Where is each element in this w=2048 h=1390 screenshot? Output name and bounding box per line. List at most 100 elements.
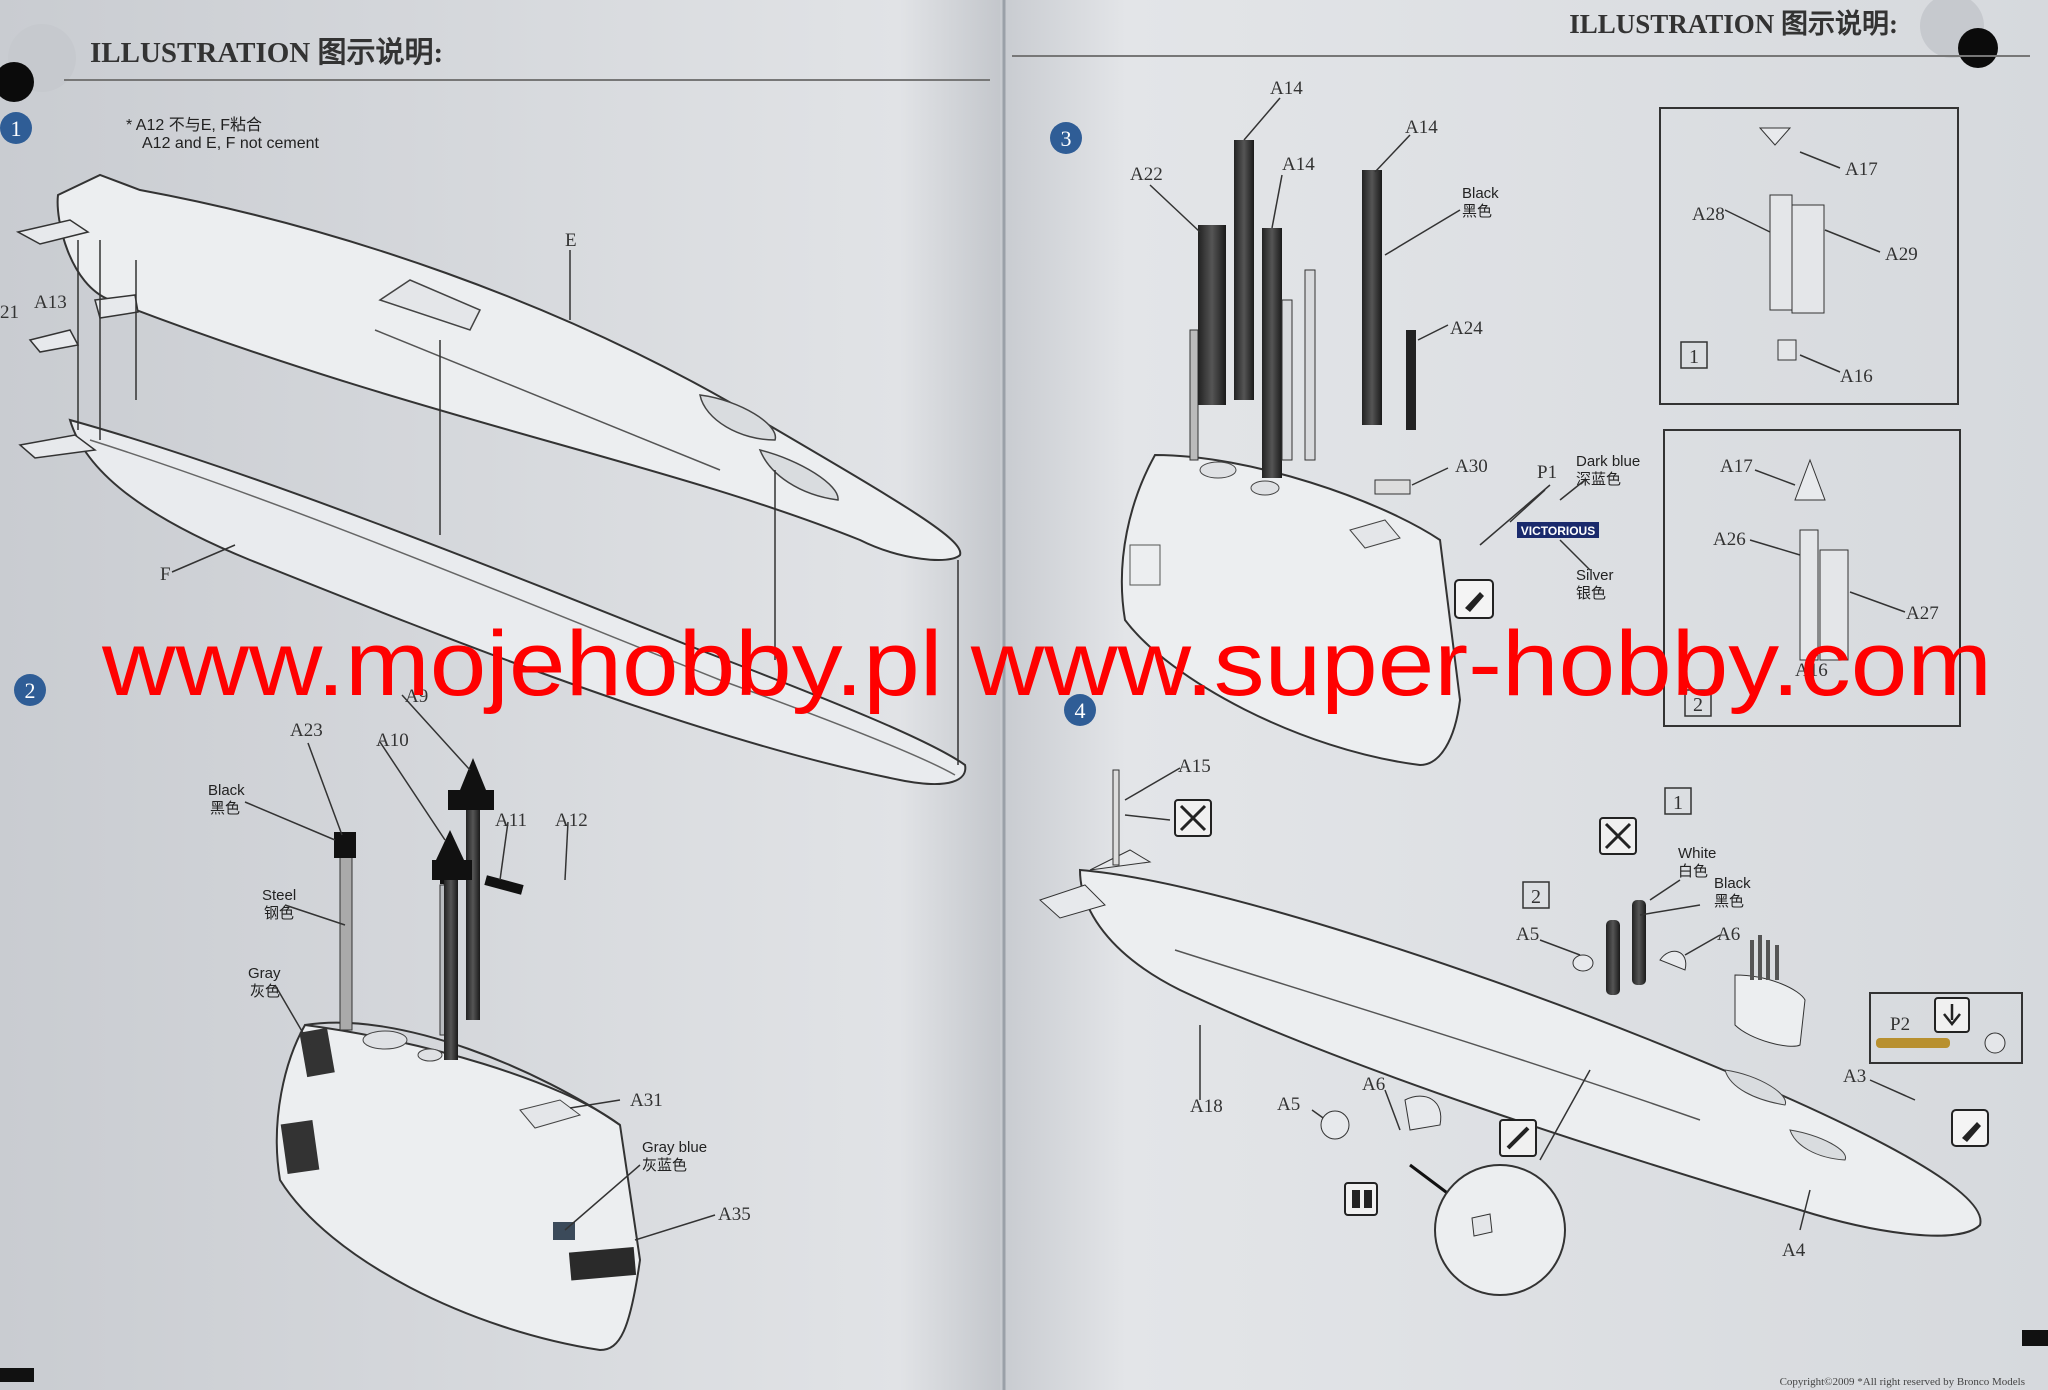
inset-1-a16: A16: [1840, 366, 1873, 387]
step-2-leaders: [244, 694, 716, 1241]
label-a6b: A6: [1362, 1074, 1385, 1095]
step-1-note-en: A12 and E, F not cement: [142, 135, 320, 152]
sail-masts-small: [1750, 935, 1779, 980]
no-glue-glyph: [1179, 804, 1207, 832]
label-a18: A18: [1190, 1096, 1223, 1117]
step-3-number: 3: [1061, 126, 1072, 151]
step-4: 4: [1039, 694, 2023, 1296]
hull-seam: [1174, 949, 1701, 1121]
cement-icon-glyph: [1465, 592, 1484, 612]
color-white-en: White: [1678, 845, 1716, 862]
p2-fitting: [1984, 1032, 2006, 1054]
inset-1-bracket: [1769, 194, 1793, 311]
arrow-to-detail: [1409, 1163, 1451, 1197]
mast-a24: [1406, 330, 1416, 430]
p2-box: [1869, 992, 2023, 1064]
hull-hatch: [1789, 1129, 1846, 1161]
box-1: [1664, 787, 1692, 815]
sail-hole: [1199, 461, 1237, 479]
color-steel-en: Steel: [262, 887, 296, 904]
mast-a11-cap: [484, 875, 524, 895]
step-1-note-cn: * A12 不与E, F粘合: [126, 116, 262, 134]
mast-a9-collar: [448, 790, 494, 810]
mast-a14b: [1262, 228, 1282, 478]
pair-icon-glyph: [1352, 1190, 1360, 1208]
mast-a9-head: [460, 758, 486, 790]
inset-2-box: [1684, 689, 1712, 717]
label-a23: A23: [290, 720, 323, 741]
inset-2-leaders: [1749, 469, 1906, 613]
box-2-number: 2: [1531, 886, 1541, 908]
label-a6a: A6: [1717, 924, 1740, 945]
label-a30: A30: [1455, 456, 1488, 477]
label-a4: A4: [1782, 1240, 1806, 1261]
hull-hatch: [1724, 1069, 1786, 1106]
label-a31: A31: [630, 1090, 663, 1111]
label-a5b: A5: [1277, 1094, 1300, 1115]
sail-hole: [1250, 480, 1280, 496]
part-a5: [1572, 954, 1594, 972]
periscope: [1304, 269, 1316, 461]
part-black: [1606, 920, 1620, 995]
label-p2: P2: [1890, 1014, 1910, 1035]
color-gray-cn: 灰色: [250, 983, 280, 1000]
mast-a23-cap: [334, 832, 356, 858]
inset-1: [1659, 107, 1959, 405]
step-2-number: 2: [25, 678, 36, 703]
inset-2-bracket: [1799, 529, 1819, 661]
pair-icon: [1344, 1182, 1378, 1216]
inset-2-a17: A17: [1720, 456, 1753, 477]
cement-icon: [1951, 1109, 1989, 1147]
hull-keel-line: [89, 439, 956, 776]
label-p1: P1: [1537, 462, 1557, 483]
watermark: www.mojehobby.pl www.super-hobby.com: [101, 613, 1992, 715]
color-black-cn: 黑色: [1462, 203, 1492, 220]
mast-a22: [1198, 225, 1226, 405]
step-1: 1 * A12 不与E, F粘合 A12 and E, F not cement…: [0, 112, 967, 786]
label-a5a: A5: [1516, 924, 1539, 945]
color-black-cn: 黑色: [210, 800, 240, 817]
label-a3: A3: [1843, 1066, 1866, 1087]
inset-2-shell: [1819, 549, 1849, 661]
color-black-cn: 黑色: [1714, 893, 1744, 910]
mast-a10-head: [436, 830, 464, 860]
pair-icon-glyph: [1364, 1190, 1372, 1208]
sail-panel: [1129, 544, 1161, 586]
rudder: [18, 434, 97, 459]
color-black-en: Black: [1714, 875, 1751, 892]
label-a10: A10: [376, 730, 409, 751]
mast-a10-collar: [432, 860, 472, 880]
mast-a9: [466, 790, 480, 1020]
inset-1-shell: [1791, 204, 1825, 314]
label-a14a: A14: [1270, 78, 1303, 99]
mast-a14a: [1234, 140, 1254, 400]
label-a9: A9: [405, 686, 428, 707]
box-1-number: 1: [1673, 792, 1683, 814]
gray-window: [299, 1027, 335, 1078]
label-a21: 21: [0, 302, 19, 323]
step-1-badge: [0, 112, 32, 144]
color-gray-en: Gray: [248, 965, 281, 982]
hull-sail-base: [378, 279, 482, 331]
label-a14b: A14: [1282, 154, 1315, 175]
color-grayblue-cn: 灰蓝色: [642, 1157, 687, 1174]
part-a6: [1659, 950, 1687, 971]
footer-copyright: Copyright©2009 *All right reserved by Br…: [1780, 1376, 2025, 1388]
inset-1-a29: A29: [1885, 244, 1918, 265]
drill-icon-glyph: [1506, 1126, 1530, 1150]
color-steel-cn: 钢色: [264, 905, 294, 922]
inset-1-leaders: [1724, 151, 1881, 373]
binder-hole: [0, 62, 34, 102]
label-a35: A35: [718, 1204, 751, 1225]
mast-a10: [444, 860, 458, 1060]
color-black-en: Black: [1462, 185, 1499, 202]
part-white-black: [1632, 900, 1646, 985]
hull-upper-e: [56, 173, 962, 561]
attach-icon-glyph: [1943, 1004, 1961, 1027]
leader-f: [171, 544, 236, 573]
detail-circle: [1434, 1164, 1566, 1296]
inset-1-cap: [1758, 127, 1792, 146]
step-4-number: 4: [1075, 698, 1086, 723]
box-2: [1522, 881, 1550, 909]
